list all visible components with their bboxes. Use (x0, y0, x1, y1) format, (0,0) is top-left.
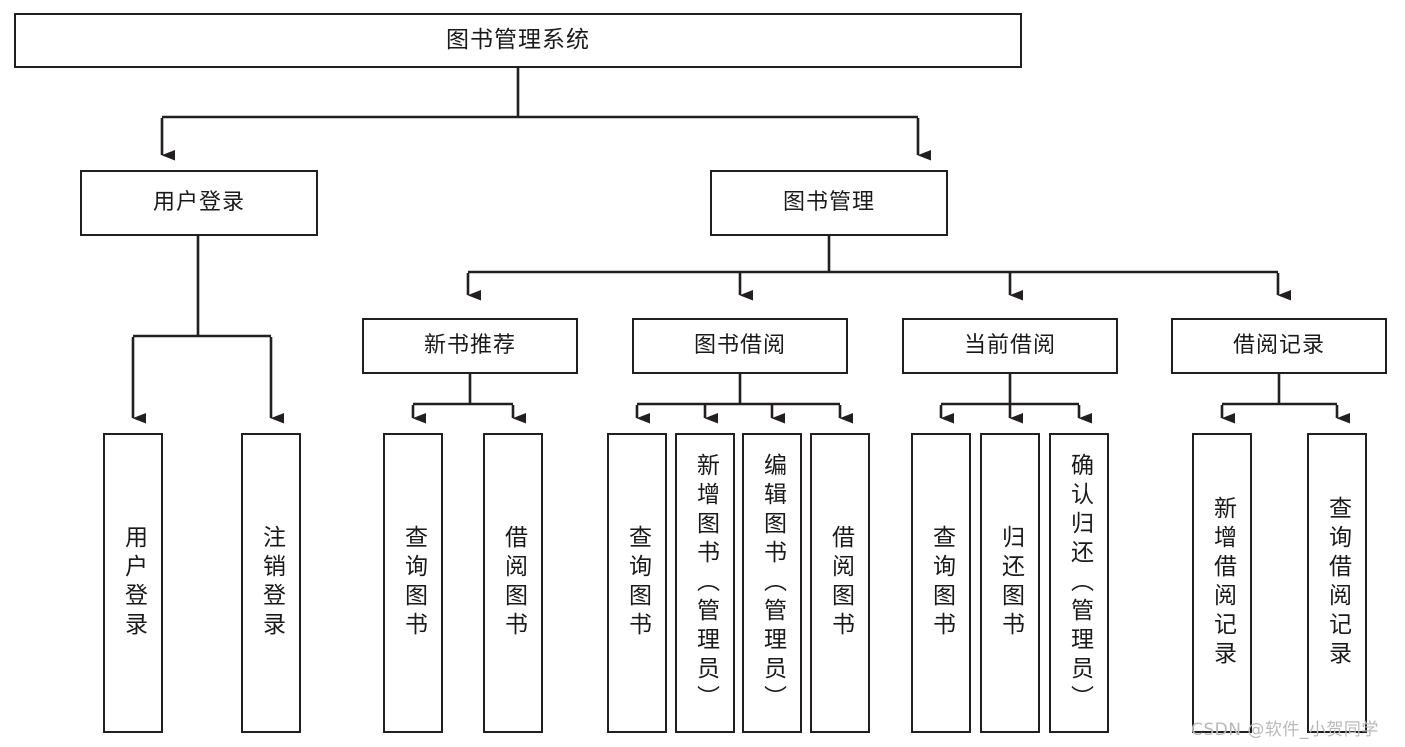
node-book-borrow-label: 图书借阅 (693, 333, 786, 359)
node-book-borrow[interactable]: 图书借阅 (632, 318, 848, 374)
leaf-user-login-login[interactable]: 用户登录 (103, 433, 163, 733)
csdn-watermark: CSDN @软件_小贺同学 (1191, 720, 1379, 740)
node-root-book-management-system[interactable]: 图书管理系统 (14, 13, 1022, 68)
node-current-borrow[interactable]: 当前借阅 (902, 318, 1118, 374)
node-root-label: 图书管理系统 (446, 27, 590, 54)
leaf-user-login-logout[interactable]: 注销登录 (241, 433, 301, 733)
leaf-borrow-edit-book-admin[interactable]: 编辑图书（管理员） (742, 433, 802, 733)
node-new-book-recommend[interactable]: 新书推荐 (362, 318, 578, 374)
leaf-label: 确认归还（管理员） (1066, 452, 1093, 714)
leaf-current-query-book[interactable]: 查询图书 (911, 433, 971, 733)
node-book-management[interactable]: 图书管理 (710, 170, 948, 236)
leaf-label: 新增图书（管理员） (692, 452, 719, 714)
node-user-login-label: 用户登录 (152, 190, 245, 216)
leaf-label: 查询图书 (400, 525, 427, 641)
leaf-label: 新增借阅记录 (1209, 496, 1236, 670)
leaf-record-add-record[interactable]: 新增借阅记录 (1192, 433, 1252, 733)
node-borrow-record-label: 借阅记录 (1232, 333, 1325, 359)
leaf-label: 借阅图书 (500, 525, 527, 641)
leaf-label: 借阅图书 (827, 525, 854, 641)
leaf-label: 注销登录 (258, 525, 285, 641)
leaf-label: 用户登录 (120, 525, 147, 641)
leaf-label: 查询图书 (928, 525, 955, 641)
leaf-record-query-record[interactable]: 查询借阅记录 (1307, 433, 1367, 733)
leaf-label: 归还图书 (997, 525, 1024, 641)
node-current-borrow-label: 当前借阅 (963, 333, 1056, 359)
node-user-login[interactable]: 用户登录 (80, 170, 318, 236)
node-borrow-record[interactable]: 借阅记录 (1171, 318, 1387, 374)
leaf-current-return-book[interactable]: 归还图书 (980, 433, 1040, 733)
leaf-borrow-add-book-admin[interactable]: 新增图书（管理员） (675, 433, 735, 733)
leaf-borrow-query-book[interactable]: 查询图书 (607, 433, 667, 733)
leaf-label: 查询图书 (624, 525, 651, 641)
node-new-book-recommend-label: 新书推荐 (423, 333, 516, 359)
leaf-label: 编辑图书（管理员） (759, 452, 786, 714)
leaf-new-book-borrow-book[interactable]: 借阅图书 (483, 433, 543, 733)
node-book-management-label: 图书管理 (782, 190, 875, 216)
leaf-label: 查询借阅记录 (1324, 496, 1351, 670)
leaf-new-book-query-book[interactable]: 查询图书 (383, 433, 443, 733)
leaf-borrow-borrow-book[interactable]: 借阅图书 (810, 433, 870, 733)
leaf-current-confirm-return-admin[interactable]: 确认归还（管理员） (1049, 433, 1109, 733)
